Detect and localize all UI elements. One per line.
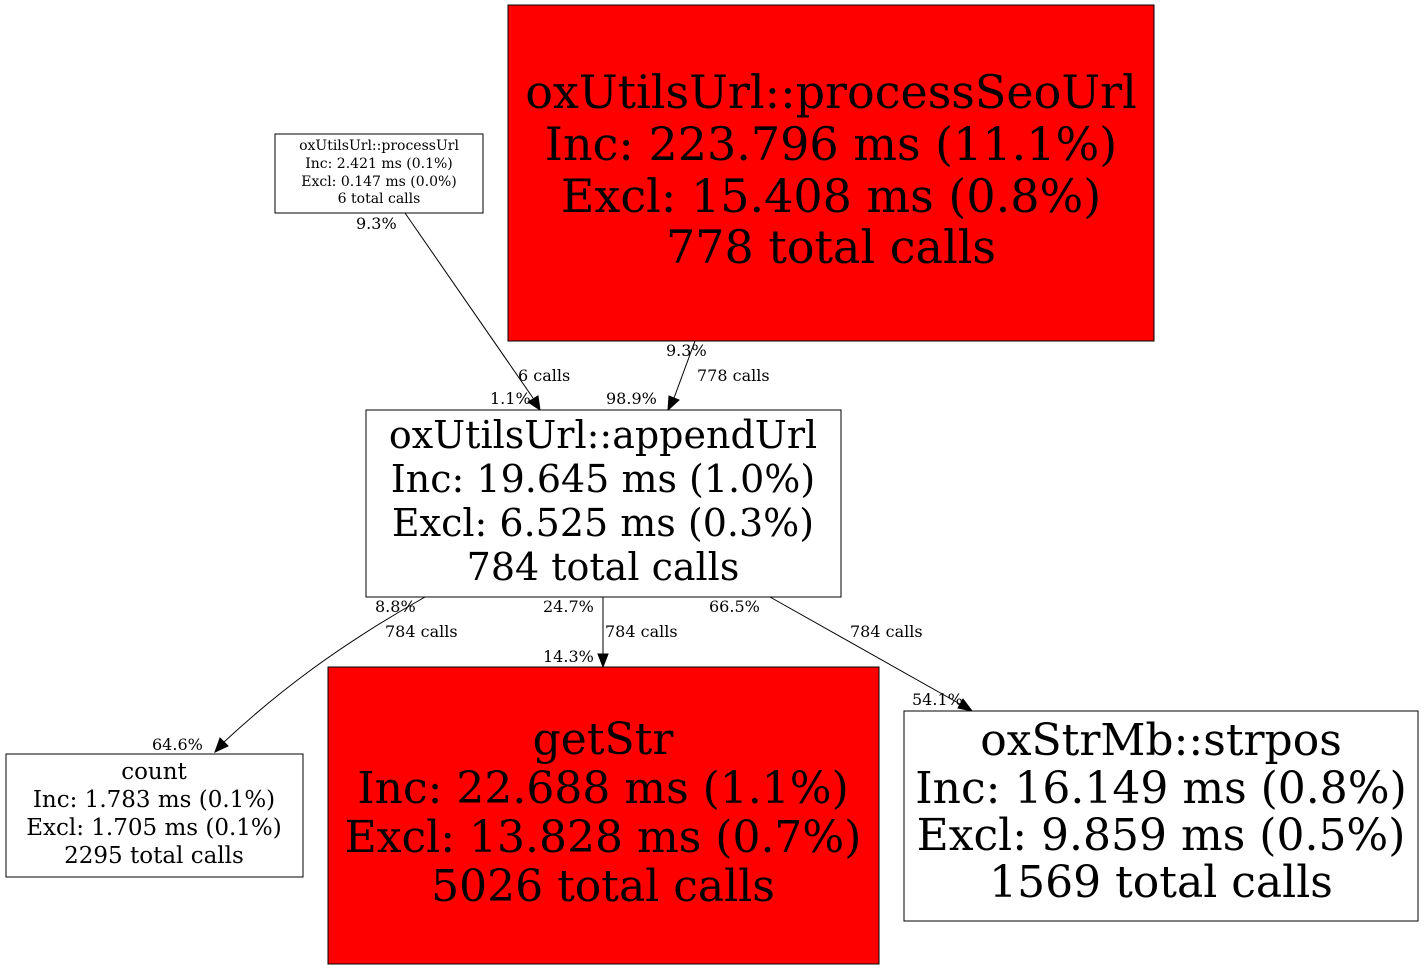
node-processUrl[interactable]: oxUtilsUrl::processUrl Inc: 2.421 ms (0.… — [274, 133, 484, 214]
node-appendUrl[interactable]: oxUtilsUrl::appendUrl Inc: 19.645 ms (1.… — [365, 409, 842, 598]
node-inclusive-time: Inc: 22.688 ms (1.1%) — [357, 763, 849, 814]
node-function-name: oxUtilsUrl::appendUrl — [389, 413, 817, 457]
node-total-calls: 1569 total calls — [989, 857, 1333, 908]
node-inclusive-time: Inc: 2.421 ms (0.1%) — [305, 156, 453, 172]
edge-processUrl-appendUrl: 9.3% 6 calls 1.1% — [356, 212, 570, 412]
node-function-name: getStr — [533, 714, 675, 765]
node-total-calls: 6 total calls — [338, 191, 421, 207]
edge-head-percent: 1.1% — [490, 389, 531, 408]
node-function-name: oxUtilsUrl::processUrl — [299, 138, 459, 154]
node-function-name: oxStrMb::strpos — [980, 715, 1342, 766]
edge-head-percent: 54.1% — [912, 690, 963, 709]
edge-call-count: 784 calls — [385, 622, 458, 641]
edge-appendUrl-strpos: 66.5% 784 calls 54.1% — [709, 596, 974, 712]
node-inclusive-time: Inc: 1.783 ms (0.1%) — [33, 787, 275, 813]
node-strpos[interactable]: oxStrMb::strpos Inc: 16.149 ms (0.8%) Ex… — [903, 710, 1419, 922]
edge-head-percent: 64.6% — [152, 735, 203, 754]
node-count[interactable]: count Inc: 1.783 ms (0.1%) Excl: 1.705 m… — [5, 753, 304, 878]
edge-appendUrl-count: 8.8% 784 calls 64.6% — [152, 596, 458, 754]
node-total-calls: 2295 total calls — [64, 843, 244, 869]
node-getStr[interactable]: getStr Inc: 22.688 ms (1.1%) Excl: 13.82… — [327, 666, 880, 965]
edge-tail-percent: 9.3% — [666, 341, 707, 360]
node-processSeoUrl[interactable]: oxUtilsUrl::processSeoUrl Inc: 223.796 m… — [507, 4, 1155, 342]
edge-call-count: 784 calls — [850, 622, 923, 641]
edge-appendUrl-getStr: 24.7% 784 calls 14.3% — [543, 597, 678, 669]
edge-tail-percent: 66.5% — [709, 597, 760, 616]
edge-tail-percent: 8.8% — [375, 597, 416, 616]
node-inclusive-time: Inc: 16.149 ms (0.8%) — [915, 763, 1407, 814]
node-exclusive-time: Excl: 15.408 ms (0.8%) — [561, 169, 1101, 223]
node-total-calls: 778 total calls — [666, 220, 996, 274]
node-inclusive-time: Inc: 19.645 ms (1.0%) — [391, 457, 816, 501]
node-exclusive-time: Excl: 13.828 ms (0.7%) — [345, 812, 862, 863]
edge-tail-percent: 24.7% — [543, 597, 594, 616]
node-exclusive-time: Excl: 9.859 ms (0.5%) — [917, 810, 1406, 861]
node-exclusive-time: Excl: 1.705 ms (0.1%) — [26, 815, 282, 841]
edge-call-count: 778 calls — [697, 366, 770, 385]
edge-processSeoUrl-appendUrl: 9.3% 778 calls 98.9% — [606, 340, 770, 412]
node-total-calls: 5026 total calls — [431, 861, 775, 912]
edge-head-percent: 14.3% — [543, 647, 594, 666]
node-total-calls: 784 total calls — [467, 545, 740, 589]
node-inclusive-time: Inc: 223.796 ms (11.1%) — [545, 117, 1117, 171]
node-exclusive-time: Excl: 0.147 ms (0.0%) — [301, 174, 457, 190]
edge-call-count: 6 calls — [518, 366, 570, 385]
node-exclusive-time: Excl: 6.525 ms (0.3%) — [392, 501, 814, 545]
node-function-name: oxUtilsUrl::processSeoUrl — [525, 65, 1137, 119]
edge-tail-percent: 9.3% — [356, 214, 397, 233]
node-function-name: count — [121, 759, 187, 785]
edge-call-count: 784 calls — [605, 622, 678, 641]
edge-head-percent: 98.9% — [606, 389, 657, 408]
